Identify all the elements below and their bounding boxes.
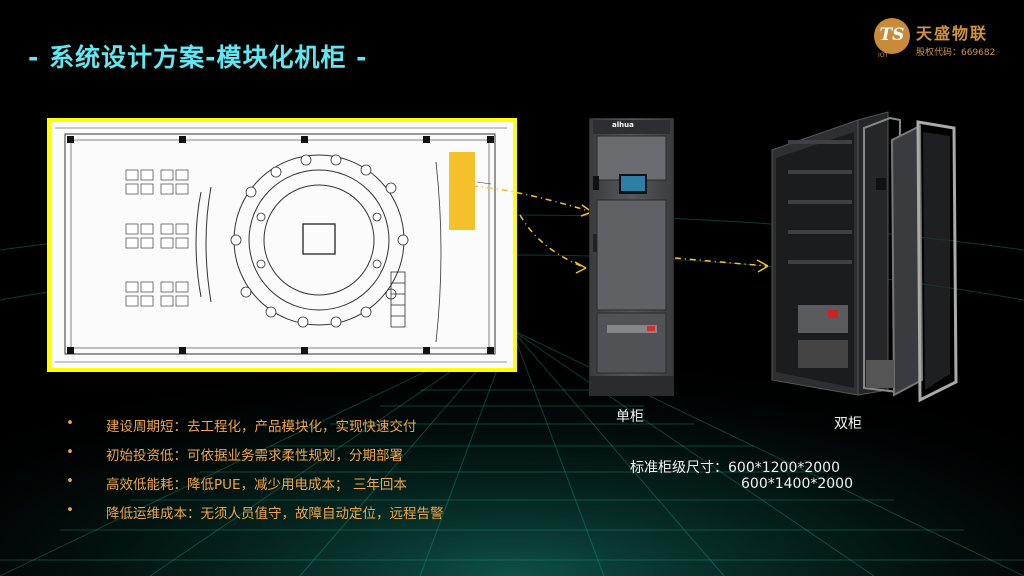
single-cabinet-label: 单柜: [616, 409, 644, 425]
logo-stock-code: 股权代码：669682: [916, 48, 996, 58]
feature-text: 高效低能耗：降低PUE，减少用电成本； 三年回本: [106, 477, 407, 493]
logo-iot-text: IOT: [878, 52, 889, 59]
feature-text: 建设周期短：去工程化，产品模块化，实现快速交付: [106, 419, 417, 435]
company-logo: TS IOT 天盛物联 股权代码：669682: [870, 14, 1010, 64]
logo-mark-icon: TS: [874, 18, 910, 54]
bullet-icon: •: [66, 444, 74, 460]
slide-title: - 系统设计方案-模块化机柜 -: [28, 43, 368, 72]
feature-text: 初始投资低：可依据业务需求柔性规划，分期部署: [106, 448, 403, 464]
logo-company-name: 天盛物联: [916, 24, 989, 43]
double-cabinet-image: [768, 110, 960, 410]
single-cabinet-image: [589, 118, 674, 396]
bullet-icon: •: [66, 415, 74, 431]
double-cabinet-label: 双柜: [834, 416, 862, 432]
bullet-icon: •: [66, 502, 74, 518]
bullet-icon: •: [66, 473, 74, 489]
cabinet-size-caption: 标准柜级尺寸：600*1200*2000: [630, 460, 840, 476]
floor-plan-svg: [51, 122, 513, 368]
equipment-room-highlight: [449, 152, 475, 230]
cabinet-size-alt: 600*1400*2000: [741, 476, 853, 492]
single-cabinet-brand: alhua: [612, 121, 634, 129]
feature-text: 降低运维成本：无须人员值守，故障自动定位，远程告警: [106, 506, 444, 522]
floor-plan-drawing: [47, 118, 517, 372]
